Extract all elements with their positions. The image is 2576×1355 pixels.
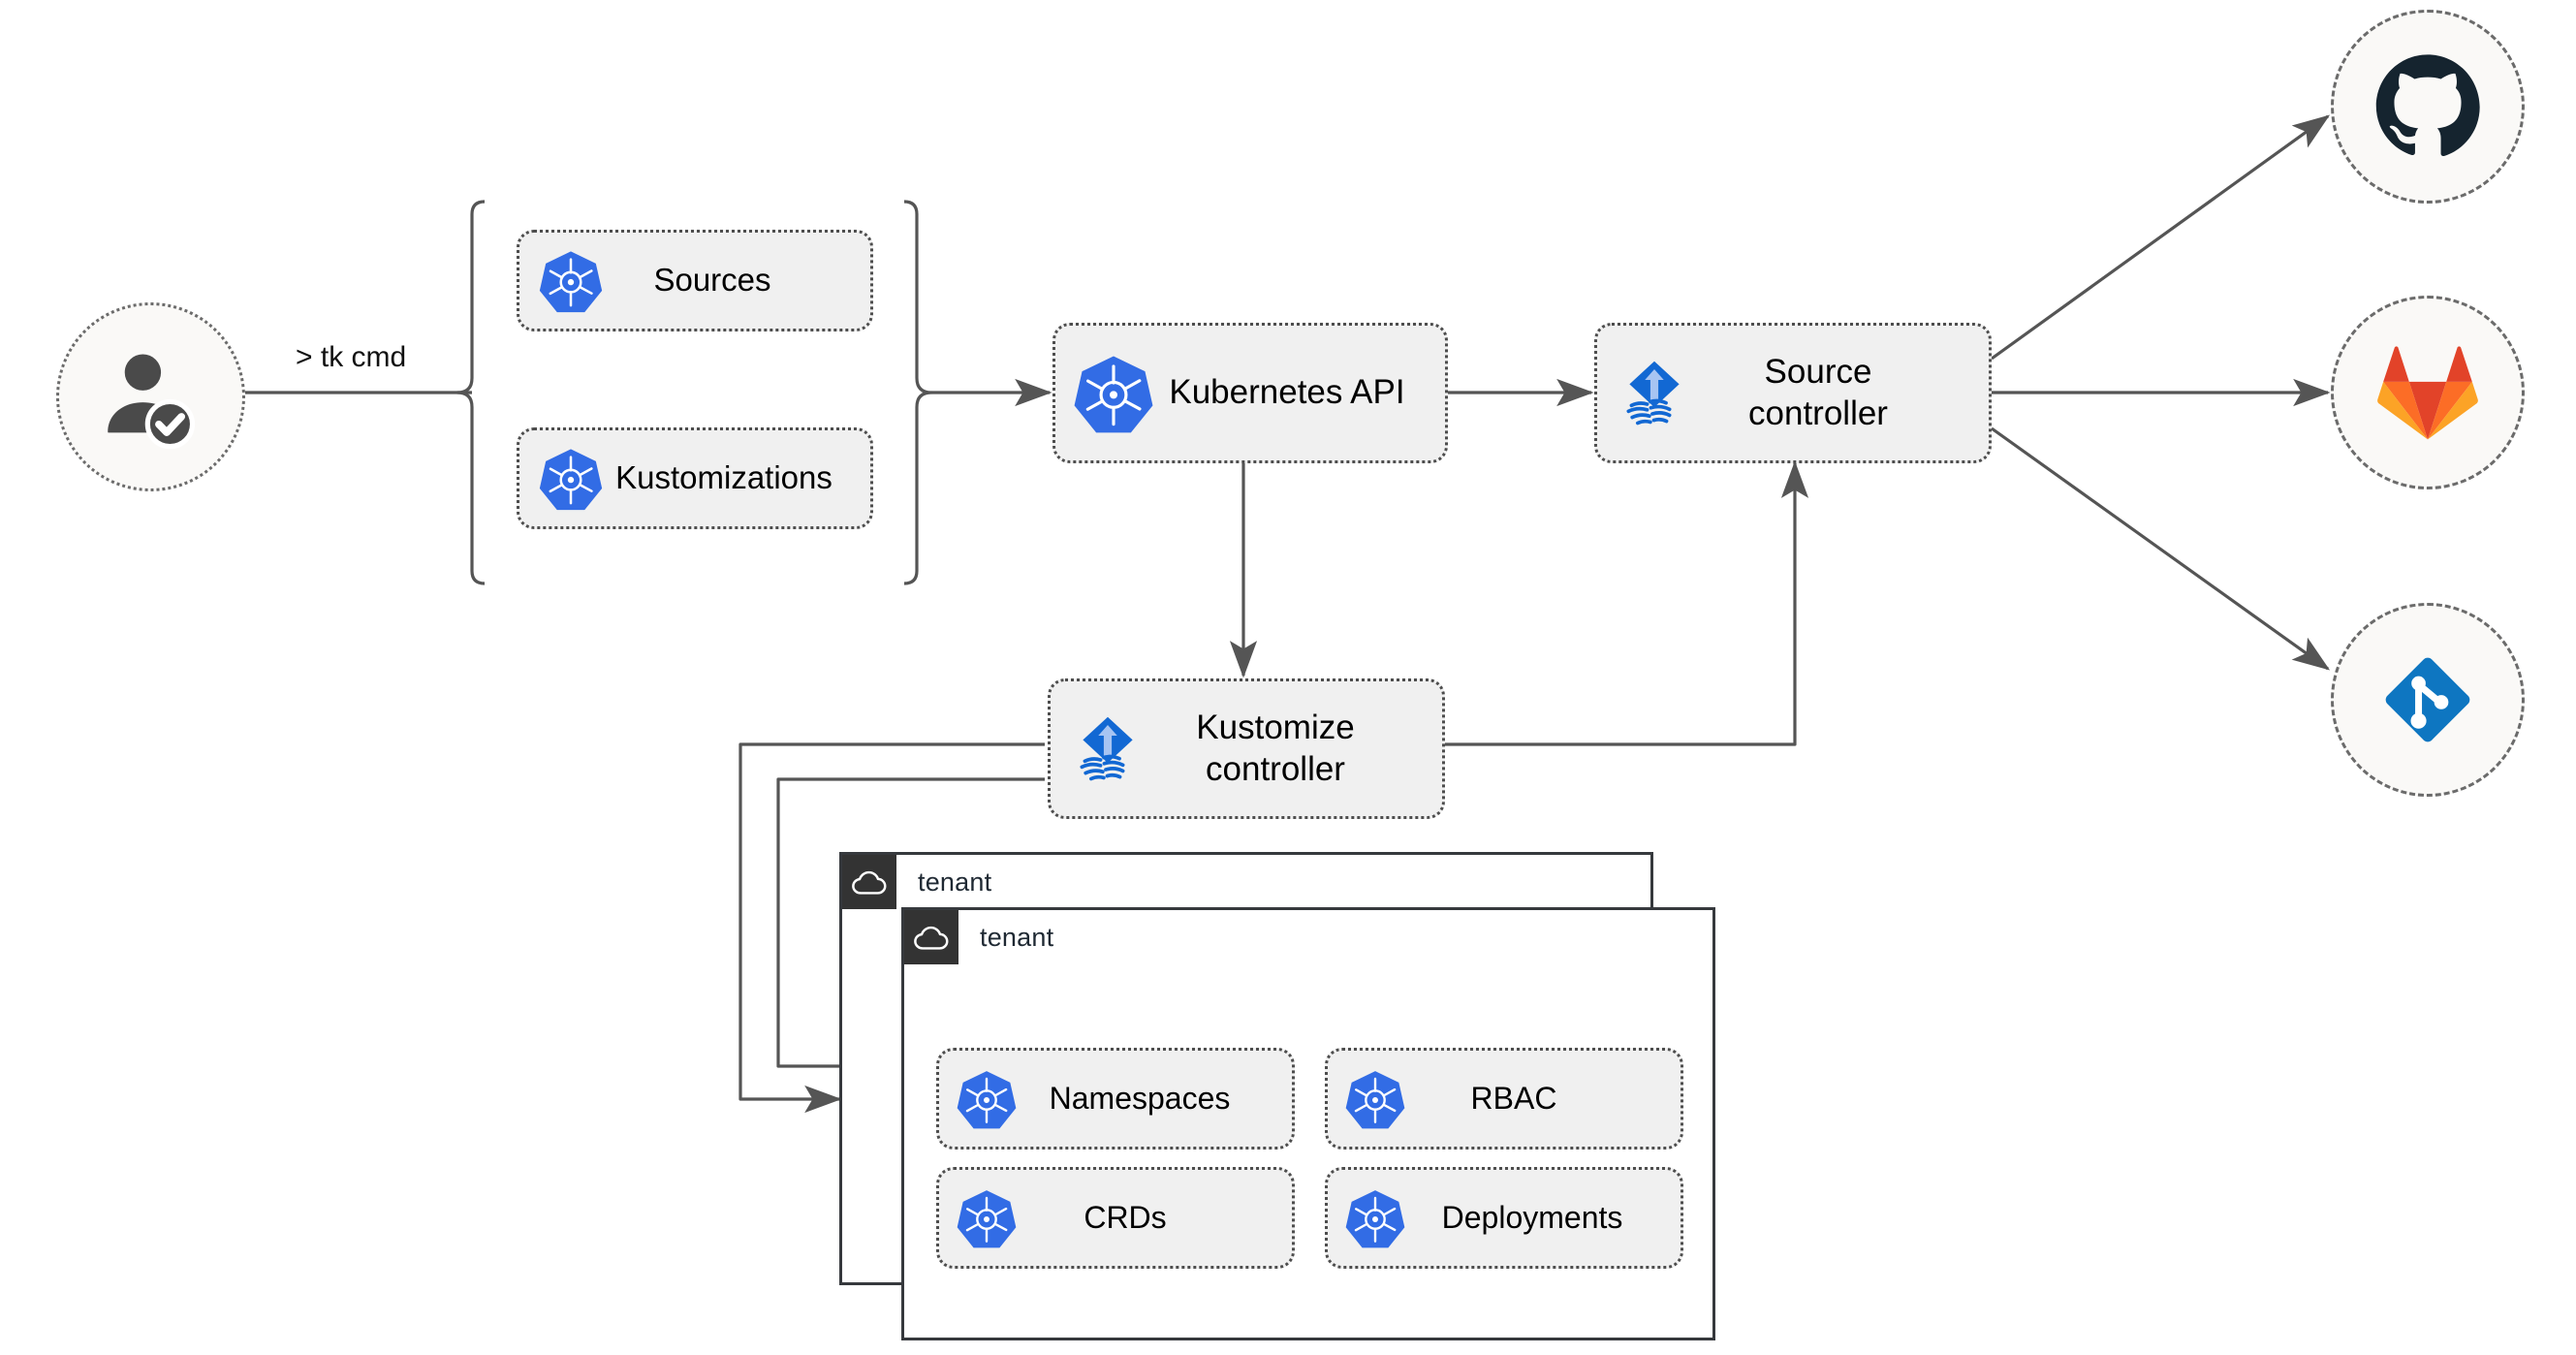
tenant-titlebar: tenant: [842, 855, 991, 909]
provider-git[interactable]: [2331, 603, 2525, 797]
tenant-resource-label: CRDs: [1084, 1199, 1167, 1235]
tenant-resource-label: Deployments: [1441, 1199, 1623, 1235]
tenant-title: tenant: [980, 922, 1054, 952]
kustomize-controller-node[interactable]: Kustomize controller: [1048, 678, 1445, 819]
command-label: > tk cmd: [296, 341, 407, 373]
wire-source-to-git: [1991, 426, 2331, 671]
tenant-title: tenant: [918, 867, 992, 897]
tenant-resource-namespaces[interactable]: Namespaces: [936, 1048, 1295, 1150]
wire-kustomize-to-source: [1440, 460, 1809, 746]
kustomize-controller-label: Kustomize controller: [1196, 708, 1355, 788]
kubernetes-icon: [1071, 351, 1156, 436]
resource-card-label: Kustomizations: [615, 459, 832, 496]
provider-github[interactable]: [2331, 10, 2525, 204]
kubernetes-icon: [537, 445, 605, 513]
kubernetes-icon: [537, 247, 605, 315]
user-verified-icon: [107, 354, 195, 449]
flux-icon: [1615, 354, 1694, 433]
resource-card-sources[interactable]: Sources: [517, 230, 873, 331]
brace-right: [903, 200, 933, 585]
source-controller-label: Source controller: [1748, 352, 1888, 432]
tenant-resource-crds[interactable]: CRDs: [936, 1167, 1295, 1269]
tenant-resource-label: RBAC: [1470, 1080, 1557, 1116]
kubernetes-icon: [955, 1067, 1019, 1131]
git-repository-icon: [2385, 657, 2470, 742]
cloud-icon: [904, 910, 958, 964]
tenant-resource-label: Namespaces: [1049, 1080, 1231, 1116]
tenant-resource-deployments[interactable]: Deployments: [1325, 1167, 1683, 1269]
brace-left: [456, 200, 486, 585]
provider-gitlab[interactable]: [2331, 296, 2525, 489]
tenant-window-inner[interactable]: tenant Namespaces: [901, 907, 1715, 1340]
kubernetes-icon: [955, 1186, 1019, 1250]
tenant-titlebar: tenant: [904, 910, 1053, 964]
wire-source-to-github: [1991, 114, 2331, 361]
gitlab-icon: [2377, 346, 2478, 440]
kubernetes-icon: [1343, 1067, 1407, 1131]
resource-card-label: Sources: [653, 262, 771, 299]
kubernetes-icon: [1343, 1186, 1407, 1250]
flux-icon: [1068, 709, 1147, 789]
source-controller-node[interactable]: Source controller: [1594, 323, 1992, 463]
actor-user[interactable]: [56, 302, 245, 491]
cloud-icon: [842, 855, 896, 909]
github-icon: [2375, 54, 2480, 156]
tenant-resource-rbac[interactable]: RBAC: [1325, 1048, 1683, 1150]
wire-kustomize-to-tenant-1: [738, 742, 1045, 1114]
kubernetes-api-label: Kubernetes API: [1169, 373, 1405, 412]
kubernetes-api-node[interactable]: Kubernetes API: [1052, 323, 1448, 463]
resource-card-kustomizations[interactable]: Kustomizations: [517, 427, 873, 529]
